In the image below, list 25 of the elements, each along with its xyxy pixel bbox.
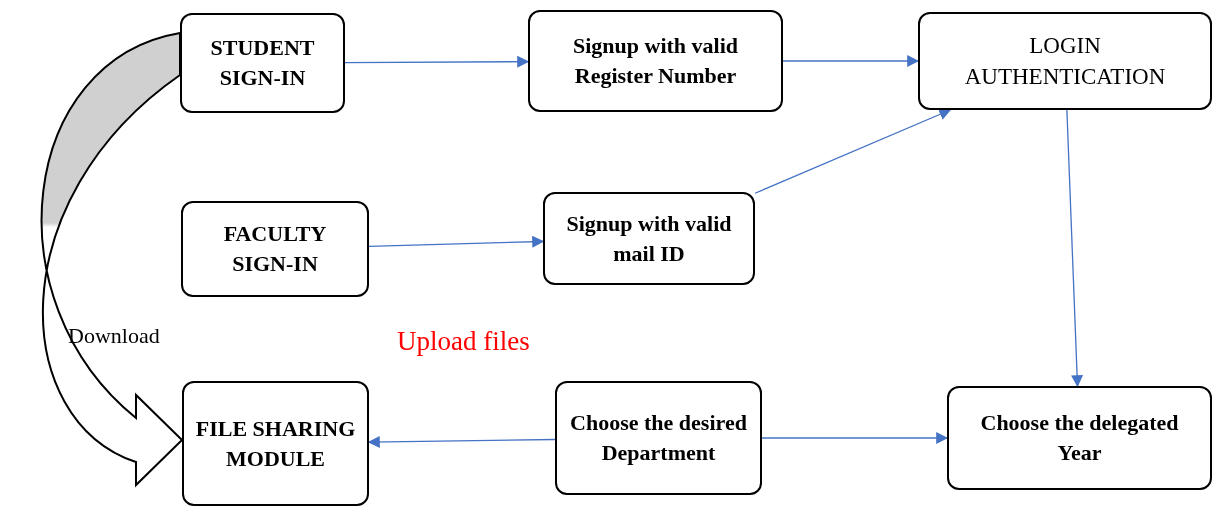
arrow [761, 432, 949, 444]
arrow [782, 55, 920, 67]
box-text: Signup with valid Register Number [571, 32, 740, 90]
box-text: Choose the delegated Year [979, 409, 1180, 467]
arrow [344, 55, 530, 68]
process-box [555, 381, 762, 495]
box-text: Choose the desired Department [569, 409, 748, 467]
process-box [528, 10, 783, 112]
process-box [181, 201, 369, 297]
box-text: LOGIN AUTHENTICATION [963, 31, 1167, 91]
curved-block-arrow [40, 32, 183, 486]
process-box [543, 192, 755, 285]
process-box [918, 12, 1212, 110]
box-text: STUDENT SIGN-IN [209, 34, 316, 92]
arrow [367, 436, 556, 448]
arrow [754, 108, 952, 194]
process-box [947, 386, 1212, 490]
arrow [1066, 109, 1084, 388]
box-text: Signup with valid mail ID [565, 209, 733, 268]
process-box [180, 13, 345, 113]
box-text: FILE SHARING MODULE [194, 414, 357, 473]
note-text: Upload files [397, 326, 530, 357]
arrow [368, 235, 545, 248]
process-box [182, 381, 369, 506]
box-text: FACULTY SIGN-IN [222, 220, 328, 278]
